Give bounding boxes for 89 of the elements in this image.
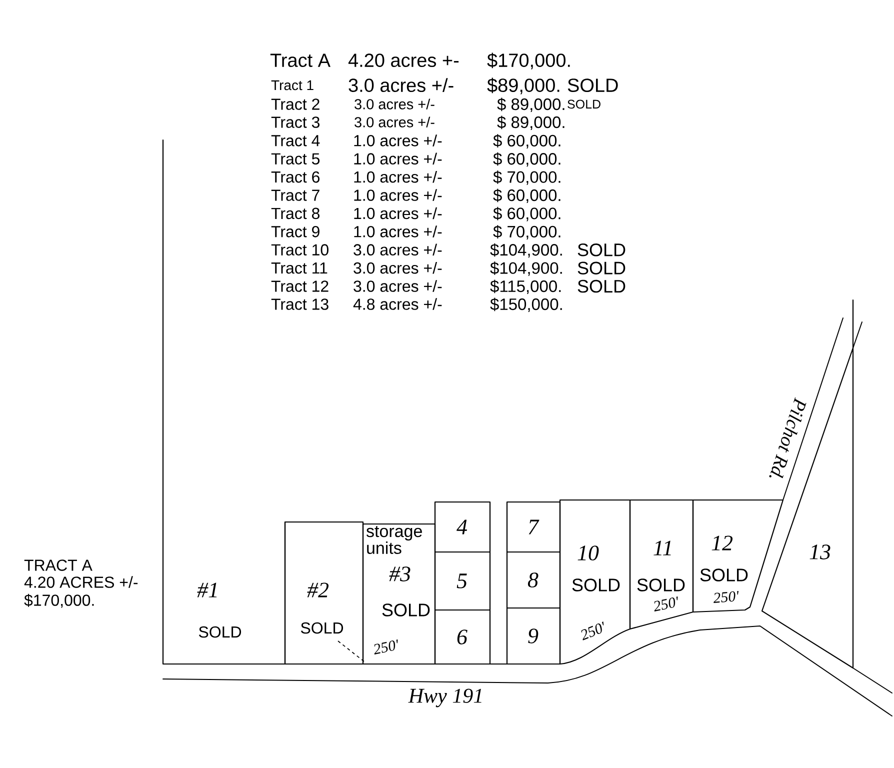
tract-name: Tract 9: [271, 226, 320, 238]
acreage-text: 3.0 acres +/-: [348, 78, 454, 92]
lot-parcel: [559, 499, 631, 665]
lot-parcel: [692, 499, 784, 613]
lot-number: #1: [197, 582, 217, 598]
tract-name: Tract A: [270, 54, 330, 68]
status-text: SOLD: [578, 244, 626, 256]
lot-number: 8: [528, 572, 538, 588]
acreage-text: 3.0 acres +/-: [354, 280, 442, 292]
price-text: $170,000.: [487, 52, 570, 70]
price-text: $ 70,000.: [493, 170, 560, 185]
status-label: SOLD: [382, 604, 430, 616]
price-text: $115,000.: [490, 280, 561, 294]
lot-parcel: [284, 521, 364, 665]
lot-number: 12: [712, 536, 733, 550]
dimension-label: 250': [654, 596, 678, 612]
lot-number: 10: [578, 546, 599, 560]
price-text: $104,900.: [490, 243, 562, 258]
dimension-label: 250': [714, 590, 739, 603]
lot-number: 7: [528, 520, 540, 534]
tract-name: Tract 11: [271, 262, 328, 274]
road-name: Hwy 191: [408, 688, 482, 708]
note-text: storage units: [366, 526, 422, 554]
price-text: $89,000.: [487, 78, 560, 94]
tract-name: Tract 10: [271, 244, 328, 256]
status-label: SOLD: [198, 626, 242, 638]
acreage-text: 1.0 acres +/-: [354, 189, 442, 201]
acreage-text: 3.0 acres +/-: [354, 116, 434, 128]
lot-number: 4: [456, 520, 467, 534]
tract-name: Tract 5: [271, 153, 320, 165]
tract-name: Tract 3: [271, 116, 320, 128]
lot-number: 6: [457, 630, 468, 644]
lot-parcel: [362, 523, 436, 665]
lot-parcel: [434, 551, 491, 611]
lot-parcel: [506, 551, 561, 609]
price-text: $104,900.: [490, 262, 562, 276]
lot-parcel: [162, 521, 286, 665]
lot-parcel: [434, 609, 508, 665]
acreage-text: 1.0 acres +/-: [354, 152, 442, 165]
status-label: SOLD: [572, 578, 620, 592]
price-text: $ 60,000.: [493, 152, 560, 167]
status-text: SOLD: [578, 280, 626, 293]
acreage-text: 1.0 acres +/-: [354, 134, 442, 146]
lot-number: 11: [654, 540, 671, 556]
price-text: $ 70,000.: [493, 225, 560, 240]
tract-name: Tract 4: [271, 135, 320, 146]
tract-info-text: $170,000.: [24, 594, 94, 608]
tract-name: Tract 12: [271, 280, 328, 292]
lot-number: 5: [456, 574, 467, 588]
price-text: $ 60,000.: [493, 206, 560, 222]
tract-name: Tract 2: [271, 98, 320, 110]
tract-info-text: 4.20 ACRES +/-: [24, 576, 138, 588]
lot-parcel: [434, 501, 491, 553]
lot-number: #2: [307, 582, 329, 598]
tract-name: Tract 1: [271, 80, 314, 90]
lot-parcel: [506, 607, 561, 665]
lot-number: 13: [810, 544, 830, 560]
acreage-text: 3.0 acres +/-: [354, 98, 434, 110]
lot-parcel: [761, 347, 854, 669]
price-text: $150,000.: [490, 298, 562, 312]
status-label: SOLD: [700, 568, 748, 582]
road-name: Pilchot Rd.: [769, 397, 806, 478]
acreage-text: 1.0 acres +/-: [354, 226, 442, 238]
lot-number: #3: [389, 566, 410, 582]
tract-name: Tract 13: [271, 298, 328, 310]
dimension-label: 250': [374, 639, 398, 654]
acreage-text: 3.0 acres +/-: [354, 244, 442, 256]
status-text: SOLD: [568, 78, 618, 92]
status-label: SOLD: [637, 578, 685, 592]
status-label: SOLD: [300, 622, 344, 634]
acreage-text: 4.8 acres +/-: [353, 298, 442, 310]
tract-info-text: TRACT A: [24, 560, 92, 571]
lot-number: 9: [528, 628, 538, 644]
acreage-text: 1.0 acres +/-: [354, 170, 442, 183]
price-text: $ 60,000.: [493, 134, 560, 148]
tract-name: Tract 7: [271, 190, 320, 201]
tract-name: Tract 8: [271, 208, 320, 220]
price-text: $ 89,000.: [497, 116, 564, 130]
acreage-text: 1.0 acres +/-: [354, 207, 442, 220]
status-text: SOLD: [578, 262, 626, 274]
acreage-text: 4.20 acres +-: [348, 54, 459, 68]
tract-name: Tract 6: [271, 171, 320, 183]
price-text: $ 60,000.: [493, 188, 560, 204]
acreage-text: 3.0 acres +/-: [354, 262, 442, 274]
price-text: $ 89,000.: [497, 98, 564, 112]
lot-parcel: [629, 499, 694, 630]
dimension-label: 250': [581, 622, 604, 640]
status-text: SOLD: [568, 100, 600, 109]
lot-parcel: [506, 501, 561, 553]
